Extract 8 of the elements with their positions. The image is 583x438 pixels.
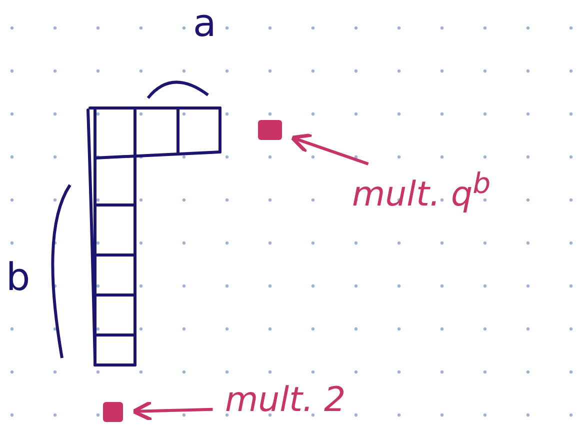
note-text: mult. q$^{b}$ <box>352 168 582 228</box>
marked-square <box>258 120 282 140</box>
dimension-label: b <box>6 258 30 296</box>
marked-square <box>103 402 123 422</box>
arrow <box>132 400 213 422</box>
dimension-label: a <box>193 4 216 42</box>
note-text: mult. 2 <box>225 382 455 430</box>
arrow <box>290 133 369 166</box>
